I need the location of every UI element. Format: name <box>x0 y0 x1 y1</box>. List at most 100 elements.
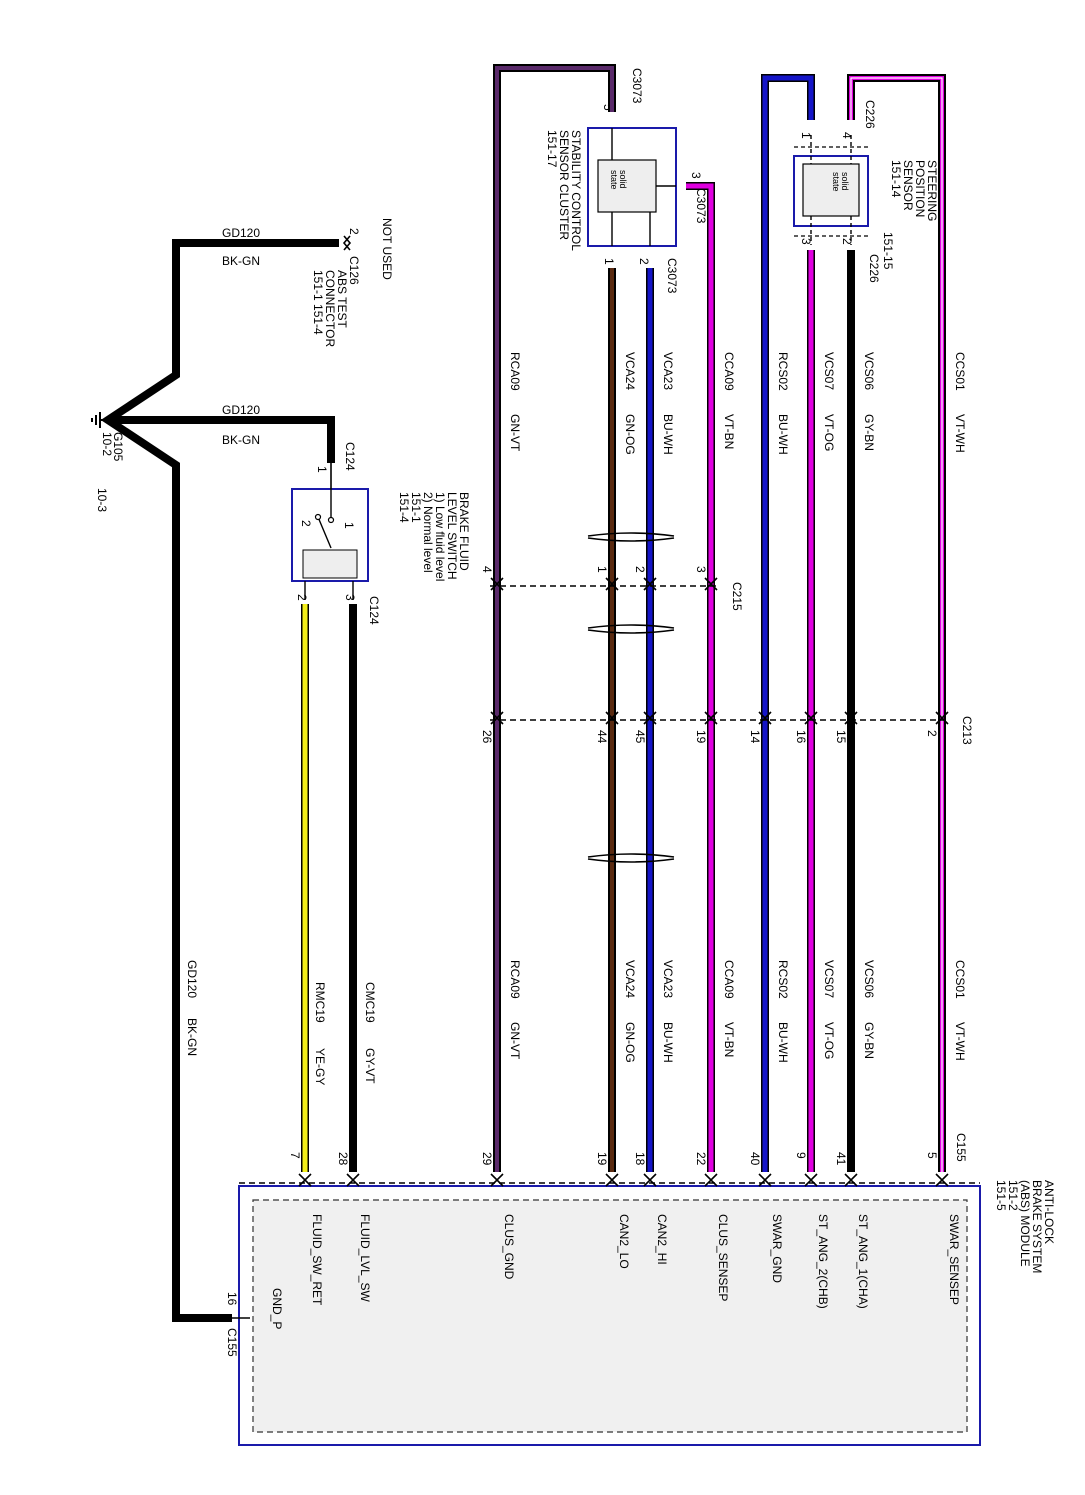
brake-switch-connector-top: C124 <box>343 442 357 471</box>
module-title-line-2: BRAKE SYSTEM <box>1030 1180 1044 1273</box>
module-signal-5: ST_ANG_2(CHB) <box>816 1214 830 1309</box>
stability-pin-3: 3 <box>689 172 703 179</box>
module-title: ANTI-LOCK BRAKE SYSTEM (ABS) MODULE 151-… <box>994 1180 1056 1273</box>
module-pin-arrow-1 <box>605 1173 619 1187</box>
c215-pin-3: 3 <box>694 566 708 573</box>
brake-switch-connector-bottom: C124 <box>367 596 381 625</box>
abs-test-title: ABS TEST CONNECTOR 151-1 151-4 <box>311 270 349 347</box>
c213-pin-3: 19 <box>694 730 708 744</box>
brake-switch-pin-3: 3 <box>343 594 357 601</box>
stability-block-2: state <box>609 170 619 190</box>
c213-pin-4: 14 <box>748 730 762 744</box>
wire-color-lower-4: BU-WH <box>776 1022 790 1063</box>
stability-connector-top: C3073 <box>630 68 644 104</box>
gnd-p-pin: 16 <box>225 1292 239 1306</box>
wire-rca09 <box>493 64 616 1172</box>
twisted-pair-markers <box>587 532 675 863</box>
wire-color-lower-2: BU-WH <box>661 1022 675 1063</box>
c213-pin-arrow-0 <box>490 711 504 725</box>
wire-ccs01 <box>847 74 946 1172</box>
wire-circuit-lower-1: VCA24 <box>623 960 637 998</box>
abs-test-connector <box>342 235 352 251</box>
abs-test-title-3: 151-1 151-4 <box>311 270 325 335</box>
wire-color-lower-1: GN-OG <box>623 1022 637 1063</box>
module-sw-signal-0: FLUID_SW_RET <box>310 1214 324 1306</box>
wire-circuit-upper-5: VCS07 <box>822 352 836 390</box>
rmc19-color: YE-GY <box>313 1048 327 1085</box>
module-signal-2: CAN2_HI <box>655 1214 669 1265</box>
bkgn-label-mid: BK-GN <box>222 433 260 447</box>
steering-pin-4: 4 <box>840 132 854 139</box>
module-sw-pin-arrow-1 <box>346 1173 360 1187</box>
module-pin-4: 40 <box>748 1152 762 1166</box>
c213-pin-arrow-6 <box>844 711 858 725</box>
module-sw-signal-1: FLUID_LVL_SW <box>358 1214 372 1302</box>
module-pin-5: 9 <box>794 1152 808 1159</box>
cmc19-color: GY-VT <box>363 1048 377 1084</box>
gd120-label-long: GD120 <box>185 960 199 998</box>
module-sw-pin-arrow-0 <box>298 1173 312 1187</box>
c213-pin-7: 2 <box>925 730 939 737</box>
module-title-line-5: 151-5 <box>994 1180 1008 1211</box>
module-sw-pin-0: 7 <box>288 1152 302 1159</box>
stability-connector-side: C3073 <box>694 188 708 224</box>
steering-title-4: 151-14 <box>889 160 903 198</box>
c213-pin-arrow-7 <box>935 711 949 725</box>
steering-title-3: SENSOR <box>901 160 915 211</box>
stability-pin-2: 2 <box>637 258 651 265</box>
c213-pin-5: 16 <box>794 730 808 744</box>
module-inner-box <box>252 1199 968 1433</box>
module-signal-1: CAN2_LO <box>617 1214 631 1269</box>
stability-title-1: STABILITY CONTROL <box>569 130 583 251</box>
steering-ref-bottom: 151-15 <box>881 232 895 270</box>
ground-ref-1: 10-2 <box>100 432 114 456</box>
c215-pin-1: 1 <box>595 566 609 573</box>
wire-color-upper-5: VT-OG <box>822 414 836 451</box>
module-pin-7: 5 <box>925 1152 939 1159</box>
c215-pin-2: 2 <box>633 566 647 573</box>
c213-pin-0: 26 <box>480 730 494 744</box>
ground-ref-2: 10-3 <box>95 488 109 512</box>
gd120-label-top: GD120 <box>222 226 260 240</box>
module-signal-7: SWAR_SENSEP <box>947 1214 961 1305</box>
brake-switch <box>291 463 369 600</box>
module-pin-arrow-5 <box>804 1173 818 1187</box>
steering-connector-bottom: C226 <box>867 254 881 283</box>
module-title-line-1: ANTI-LOCK <box>1042 1180 1056 1244</box>
wire-circuit-upper-7: CCS01 <box>953 352 967 391</box>
ground-id: G105 <box>111 432 125 462</box>
c213-pin-arrow-2 <box>643 711 657 725</box>
steering-pin-1: 1 <box>799 132 813 139</box>
abs-test-note: NOT USED <box>380 218 394 280</box>
c213-pin-6: 15 <box>834 730 848 744</box>
c213-pin-arrow-4 <box>758 711 772 725</box>
cmc19-circuit: CMC19 <box>363 982 377 1023</box>
brake-switch-title-1: BRAKE FLUID <box>457 492 471 571</box>
steering-connector-top: C226 <box>863 100 877 129</box>
abs-test-title-2: CONNECTOR <box>323 270 337 347</box>
wire-circuit-lower-3: CCA09 <box>722 960 736 999</box>
steering-title: STEERING POSITION SENSOR 151-14 <box>889 160 939 221</box>
wire-circuit-lower-7: CCS01 <box>953 960 967 999</box>
wire-circuit-lower-6: VCS06 <box>862 960 876 998</box>
c215-pin-0: 4 <box>480 566 494 573</box>
brake-switch-pin-1: 1 <box>315 466 329 473</box>
steering-block-2: state <box>831 172 841 192</box>
stability-sensor <box>587 127 677 247</box>
wire-circuit-lower-2: VCA23 <box>661 960 675 998</box>
module-sw-pin-1: 28 <box>336 1152 350 1166</box>
module-pin-0: 29 <box>480 1152 494 1166</box>
brake-switch-title-6: 151-4 <box>397 492 411 523</box>
c213-pin-arrow-5 <box>804 711 818 725</box>
abs-test-title-1: ABS TEST <box>335 270 349 328</box>
abs-module <box>238 1182 981 1446</box>
abs-test-pin: 2 <box>347 228 361 235</box>
c213-pin-arrow-1 <box>605 711 619 725</box>
steering-title-2: POSITION <box>913 160 927 217</box>
module-signal-0: CLUS_GND <box>502 1214 516 1280</box>
wire-circuit-lower-4: RCS02 <box>776 960 790 999</box>
wire-circuit-lower-5: VCS07 <box>822 960 836 998</box>
gd120-label-mid: GD120 <box>222 403 260 417</box>
module-pin-6: 41 <box>834 1152 848 1166</box>
